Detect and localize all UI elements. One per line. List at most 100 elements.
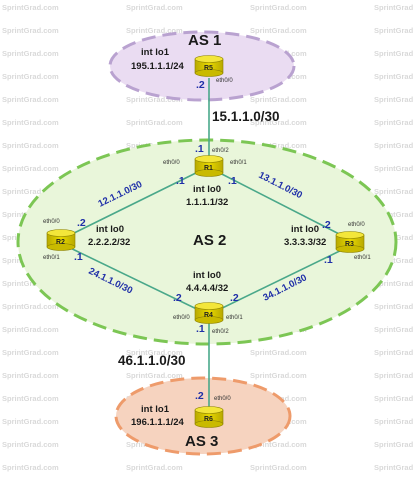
as3-label: AS 3: [185, 433, 218, 450]
r6-int-label: int lo1: [141, 404, 170, 415]
r1-host-13: .1: [228, 175, 237, 187]
router-name: R3: [345, 241, 354, 248]
link-r1-r3: [209, 167, 350, 240]
watermark-text: SprintGrad.com: [2, 348, 59, 357]
r2-port-eth0-0: eth0/0: [43, 219, 60, 225]
watermark-text: SprintGrad.com: [126, 3, 183, 12]
subnet-15-label: 15.1.1.0/30: [212, 109, 280, 124]
watermark-text: SprintGrad.com: [374, 26, 413, 35]
watermark-text: SprintGrad.com: [374, 348, 413, 357]
r5-int-label: int lo1: [141, 47, 170, 58]
watermark-text: SprintGrad.com: [126, 26, 183, 35]
router-cylinder-icon: R1: [194, 155, 224, 177]
as1-label: AS 1: [188, 32, 221, 49]
watermark-text: SprintGrad.com: [2, 141, 59, 150]
watermark-text: SprintGrad.com: [2, 3, 59, 12]
watermark-text: SprintGrad.com: [250, 26, 307, 35]
router-name: R1: [204, 165, 213, 172]
watermark-text: SprintGrad.com: [250, 95, 307, 104]
watermark-text: SprintGrad.com: [374, 95, 413, 104]
router-r6[interactable]: R6: [194, 406, 224, 428]
watermark-text: SprintGrad.com: [2, 118, 59, 127]
watermark-text: SprintGrad.com: [374, 164, 413, 173]
watermark-text: SprintGrad.com: [374, 141, 413, 150]
r6-loopback-ip: 196.1.1.1/24: [131, 417, 185, 428]
link-r3-r4: [209, 245, 351, 315]
r2-port-eth0-1: eth0/1: [43, 255, 60, 261]
r6-port-eth0-0: eth0/0: [214, 396, 231, 402]
watermark-text: SprintGrad.com: [126, 348, 183, 357]
router-name: R2: [56, 239, 65, 246]
router-cylinder-icon: R3: [335, 231, 365, 253]
r4-port-eth0-0: eth0/0: [173, 315, 190, 321]
watermark-text: SprintGrad.com: [250, 463, 307, 472]
r1-loopback-ip: 1.1.1.1/32: [186, 197, 228, 208]
r2-int-label: int lo0: [96, 224, 124, 235]
router-r3[interactable]: R3: [335, 231, 365, 253]
watermark-text: SprintGrad.com: [374, 279, 413, 288]
r5-loopback-ip: 195.1.1.1/24: [131, 61, 185, 72]
watermark-text: SprintGrad.com: [2, 417, 59, 426]
watermark-text: SprintGrad.com: [250, 118, 307, 127]
watermark-text: SprintGrad.com: [2, 187, 59, 196]
r2-host-12: .2: [77, 217, 86, 229]
watermark-text: SprintGrad.com: [2, 279, 59, 288]
watermark-text: SprintGrad.com: [2, 72, 59, 81]
watermark-text: SprintGrad.com: [126, 463, 183, 472]
r6-host-46: .2: [195, 390, 204, 402]
watermark-text: SprintGrad.com: [374, 440, 413, 449]
as2-region: [16, 138, 398, 346]
router-name: R4: [204, 312, 213, 319]
watermark-text: SprintGrad.com: [126, 95, 183, 104]
watermark-text: SprintGrad.com: [374, 72, 413, 81]
watermark-text: SprintGrad.com: [126, 118, 183, 127]
watermark-text: SprintGrad.com: [2, 26, 59, 35]
r1-port-eth0-1: eth0/1: [230, 160, 247, 166]
subnet-46-label: 46.1.1.0/30: [118, 353, 186, 368]
watermark-text: SprintGrad.com: [374, 3, 413, 12]
watermark-text: SprintGrad.com: [374, 371, 413, 380]
r4-port-eth0-2: eth0/2: [212, 329, 229, 335]
router-name: R6: [204, 416, 213, 423]
link-r1-r2: [65, 167, 207, 238]
router-r5[interactable]: R5: [194, 55, 224, 77]
r2-host-24: .1: [74, 251, 83, 263]
watermark-text: SprintGrad.com: [374, 49, 413, 58]
watermark-text: SprintGrad.com: [2, 164, 59, 173]
watermark-text: SprintGrad.com: [374, 256, 413, 265]
watermark-text: SprintGrad.com: [374, 118, 413, 127]
router-r4[interactable]: R4: [194, 302, 224, 324]
watermark-text: SprintGrad.com: [2, 394, 59, 403]
watermark-text: SprintGrad.com: [374, 210, 413, 219]
watermark-text: SprintGrad.com: [2, 463, 59, 472]
watermark-text: SprintGrad.com: [374, 417, 413, 426]
r1-port-eth0-2: eth0/2: [212, 148, 229, 154]
r4-host-34: .2: [230, 292, 239, 304]
router-r2[interactable]: R2: [46, 229, 76, 251]
links: [61, 78, 351, 417]
r3-loopback-ip: 3.3.3.3/32: [284, 237, 326, 248]
watermark-text: SprintGrad.com: [250, 440, 307, 449]
router-cylinder-icon: R4: [194, 302, 224, 324]
router-cylinder-icon: R6: [194, 406, 224, 428]
as2-label: AS 2: [193, 232, 226, 249]
router-name: R5: [204, 65, 213, 72]
watermark-text: SprintGrad.com: [250, 371, 307, 380]
r4-host-24: .2: [173, 292, 182, 304]
r5-host-15: .2: [196, 79, 205, 91]
r4-port-eth0-1: eth0/1: [226, 315, 243, 321]
r5-port-eth0-0: eth0/0: [216, 78, 233, 84]
watermark-text: SprintGrad.com: [2, 440, 59, 449]
watermark-text: SprintGrad.com: [126, 371, 183, 380]
watermark-text: SprintGrad.com: [374, 302, 413, 311]
r4-loopback-ip: 4.4.4.4/32: [186, 283, 228, 294]
router-cylinder-icon: R2: [46, 229, 76, 251]
watermark-text: SprintGrad.com: [374, 394, 413, 403]
r4-host-46: .1: [196, 323, 205, 335]
router-r1[interactable]: R1: [194, 155, 224, 177]
r1-host-12: .1: [176, 175, 185, 187]
r3-host-34: .1: [324, 254, 333, 266]
r1-int-label: int lo0: [193, 184, 221, 195]
r3-int-label: int lo0: [291, 224, 319, 235]
